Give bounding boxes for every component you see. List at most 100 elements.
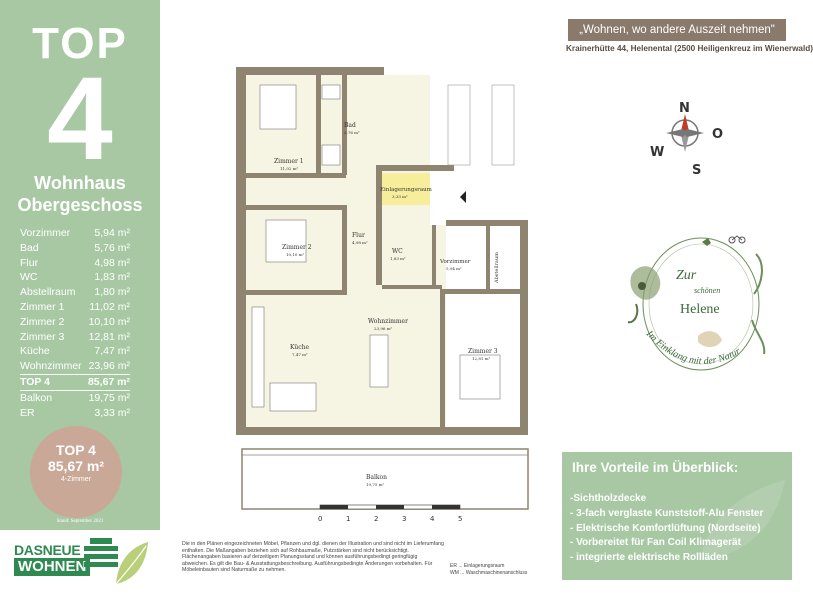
room-zimmer2-area: 10,10 m² bbox=[286, 252, 305, 257]
badge-area: 85,67 m² bbox=[47, 458, 105, 474]
area-row: Abstellraum 1,80 m² bbox=[20, 285, 130, 300]
bed-zimmer2 bbox=[265, 219, 307, 263]
dining-table bbox=[269, 382, 317, 412]
leaf-watermark-icon bbox=[700, 480, 785, 560]
scale-1: 1 bbox=[346, 515, 350, 523]
area-total-value: 85,67 m² bbox=[85, 373, 130, 391]
area-row: ER 3,33 m² bbox=[20, 406, 130, 421]
area-label: WC bbox=[20, 271, 38, 284]
scale-5: 5 bbox=[458, 515, 462, 523]
building-line2: Obergeschoss bbox=[17, 195, 143, 215]
compass-n-label: N bbox=[679, 101, 690, 116]
top-label: TOP bbox=[32, 19, 128, 68]
kitchen-counter bbox=[251, 306, 265, 408]
address-line: Krainerhütte 44, Helenental (2500 Heilig… bbox=[566, 44, 813, 53]
area-label: ER bbox=[20, 406, 35, 419]
plan-legend: ER ... Einlagerungsraum WM ... Waschmasc… bbox=[450, 563, 527, 577]
room-kueche-area: 7,47 m² bbox=[292, 352, 308, 357]
svg-text:Im Einklang mit der Natur: Im Einklang mit der Natur bbox=[643, 328, 742, 367]
area-label: Abstellraum bbox=[20, 286, 76, 299]
area-value: 3,33 m² bbox=[94, 406, 130, 419]
room-kueche-name: Küche bbox=[290, 344, 309, 351]
bed-zimmer3 bbox=[459, 354, 501, 400]
scale-2: 2 bbox=[374, 515, 378, 523]
stand-date: Stand: September 2021 bbox=[56, 519, 104, 524]
area-value: 5,94 m² bbox=[94, 227, 130, 239]
advantage-item: - 3-fach verglaste Kunststoff-Alu Fenste… bbox=[570, 507, 764, 519]
area-row: Flur 4,98 m² bbox=[20, 256, 130, 271]
slogan-banner: „Wohnen, wo andere Auszeit nehmen" bbox=[568, 19, 786, 41]
emblem-schoen: schönen bbox=[694, 286, 721, 295]
building-line1: Wohnhaus bbox=[34, 173, 126, 193]
area-label: Zimmer 3 bbox=[20, 330, 65, 343]
room-zimmer1-area: 11,02 m² bbox=[280, 166, 299, 171]
room-zimmer2-name: Zimmer 2 bbox=[282, 244, 312, 251]
building-heading: Wohnhaus Obergeschoss bbox=[0, 172, 160, 216]
advantages-list: -Sichtholzdecke - 3-fach verglaste Kunst… bbox=[570, 492, 763, 566]
area-row: Wohnzimmer 23,96 m² bbox=[20, 359, 130, 374]
compass-icon: N O S W bbox=[650, 101, 723, 178]
legend-er: ER ... Einlagerungsraum bbox=[450, 563, 505, 569]
scale-4: 4 bbox=[430, 515, 435, 523]
room-storage-name: Einlagerungsraum bbox=[380, 187, 433, 193]
area-label: Wohnzimmer bbox=[20, 360, 82, 373]
advantages-title: Ihre Vorteile im Überblick: bbox=[572, 460, 739, 475]
area-value: 1,80 m² bbox=[94, 286, 130, 299]
advantage-item: - integrierte elektrische Rollläden bbox=[570, 552, 728, 564]
area-label: Flur bbox=[20, 256, 39, 269]
room-wohnzimmer-name: Wohnzimmer bbox=[368, 318, 408, 325]
sofa bbox=[369, 334, 389, 388]
balcony-area bbox=[241, 448, 529, 510]
legend-wm: WM ... Waschmaschinenanschluss bbox=[450, 570, 528, 576]
room-zimmer3-name: Zimmer 3 bbox=[468, 348, 498, 355]
area-label: Zimmer 2 bbox=[20, 315, 65, 328]
brand-logo-line2: WOHNEN bbox=[14, 558, 91, 576]
area-total-label: TOP 4 bbox=[20, 373, 86, 391]
entrance-arrow-icon bbox=[460, 191, 466, 203]
helene-emblem-icon: Im Einklang mit der Natur bbox=[627, 235, 766, 371]
room-bad-area: 5,76 m² bbox=[344, 130, 360, 135]
room-flur-name: Flur bbox=[352, 232, 365, 239]
area-value: 23,96 m² bbox=[88, 360, 130, 373]
emblem-helene: Helene bbox=[680, 302, 720, 317]
info-sidebar: TOP 4 Wohnhaus Obergeschoss Vorzimmer 5,9… bbox=[0, 0, 160, 600]
room-zimmer3-area: 12,81 m² bbox=[472, 356, 491, 361]
scale-3: 3 bbox=[402, 515, 406, 523]
compass-o-label: O bbox=[712, 127, 723, 142]
room-wc-area: 1,83 m² bbox=[390, 256, 406, 261]
room-bad-name: Bad bbox=[344, 122, 356, 129]
compass-w-label: W bbox=[650, 145, 664, 160]
advantage-item: - Vorbereitet für Fan Coil Klimagerät bbox=[570, 537, 741, 549]
emblem-zur: Zur bbox=[676, 268, 697, 283]
advantage-item: - Elektrische Komfortlüftung (Nordseite) bbox=[570, 522, 761, 534]
room-flur-area: 4,98 m² bbox=[352, 240, 368, 245]
badge-rooms: 4-Zimmer bbox=[61, 476, 91, 483]
room-vorzimmer-area: 5,94 m² bbox=[446, 266, 462, 271]
brand-logo-line1: DASNEUE bbox=[14, 542, 81, 558]
area-row: Vorzimmer 5,94 m² bbox=[20, 226, 130, 241]
size-badge: TOP 4 85,67 m² 4-Zimmer bbox=[30, 426, 122, 518]
area-label: Bad bbox=[20, 241, 39, 254]
area-label: Küche bbox=[20, 345, 50, 358]
area-value: 5,76 m² bbox=[94, 241, 130, 254]
room-storage-area: 3,33 m² bbox=[392, 194, 408, 199]
advantage-item: -Sichtholzdecke bbox=[570, 493, 647, 504]
room-zimmer1-name: Zimmer 1 bbox=[274, 158, 304, 165]
scale-0: 0 bbox=[318, 515, 322, 523]
area-label: Vorzimmer bbox=[20, 227, 71, 239]
floor-plan: 0 1 2 3 4 5 Bad 5,76 m² Zimmer 1 11,02 m… bbox=[236, 67, 529, 523]
compass-s-label: S bbox=[692, 163, 701, 178]
top-number: 4 bbox=[47, 53, 113, 185]
area-value: 4,98 m² bbox=[94, 256, 130, 269]
room-abstellraum-name: Abstellraum bbox=[494, 252, 500, 284]
area-value: 19,75 m² bbox=[88, 391, 130, 404]
plan-disclaimer: Die in den Plänen eingezeichneten Möbel,… bbox=[182, 541, 444, 574]
badge-top: TOP 4 bbox=[56, 442, 96, 458]
area-row: Bad 5,76 m² bbox=[20, 241, 130, 256]
